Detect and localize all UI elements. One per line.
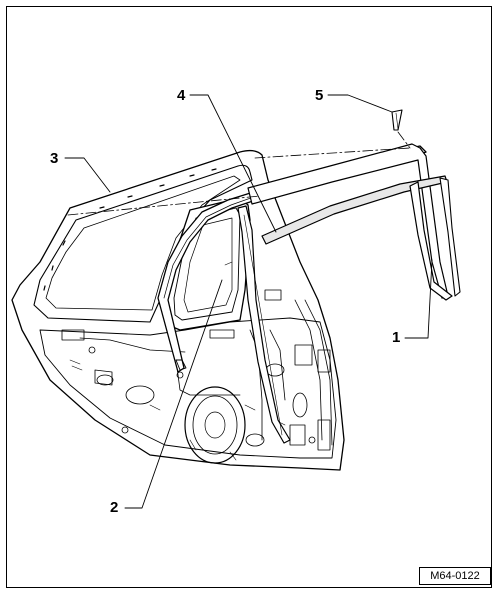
leader-5 [327,94,393,113]
figure-reference-code: M64-0122 [419,567,491,585]
callout-label-2: 2 [110,499,119,516]
callout-label-5: 5 [315,87,324,104]
callout-label-1: 1 [392,329,401,346]
leader-4 [189,94,277,233]
retaining-clip [391,109,403,131]
leader-1 [404,259,433,339]
figure-frame [6,6,492,588]
callout-leaders [64,94,433,509]
callout-label-3: 3 [50,150,59,167]
assembly-guide-lines [67,131,411,216]
callout-label-4: 4 [177,87,186,104]
leader-3 [64,157,111,193]
pillar-guide-strip [237,205,291,444]
door-frame-seal [261,175,461,301]
leader-2 [124,279,223,509]
